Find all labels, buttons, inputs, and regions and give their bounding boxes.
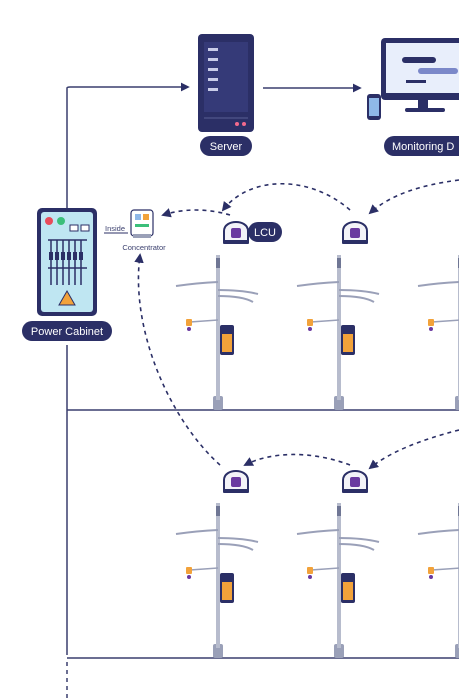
concentrator-label: Concentrator [122, 243, 166, 252]
power-cabinet-label-pill [22, 321, 112, 341]
server-label: Server [210, 141, 243, 153]
server-label-pill [200, 136, 252, 156]
street-light-pole-icon [296, 502, 380, 659]
lcu-label-pill [248, 222, 282, 242]
lcu-lamp-icon [341, 221, 369, 245]
server-icon [198, 34, 254, 132]
concentrator-icon [130, 209, 154, 238]
phone-icon [367, 94, 381, 120]
wireless-links [134, 179, 459, 470]
lcu-lamp-icon [341, 470, 369, 494]
street-light-pole-icon [417, 254, 459, 411]
lcu-label: LCU [254, 227, 276, 239]
street-light-pole-icon [296, 254, 380, 411]
lcu-label-group: LCU [248, 222, 282, 242]
concentrator-node: Inside Concentrator [104, 209, 166, 252]
monitor-icon [381, 38, 459, 112]
lcu-lamp-icon [222, 221, 250, 245]
street-light-pole-icon [175, 502, 259, 659]
monitoring-node: Monitoring D [367, 38, 459, 156]
power-cabinet-label: Power Cabinet [31, 326, 103, 338]
street-light-pole-icon [417, 502, 459, 659]
monitoring-label: Monitoring D [392, 141, 454, 153]
inside-label: Inside [105, 224, 125, 233]
power-cabinet-node: Power Cabinet [22, 208, 112, 341]
street-light-pole-icon [175, 254, 259, 411]
server-node: Server [198, 34, 254, 156]
wiring-lines [66, 82, 459, 700]
power-cabinet-icon [37, 208, 97, 316]
lcu-lamp-icon [222, 470, 250, 494]
monitoring-label-pill [384, 136, 459, 156]
